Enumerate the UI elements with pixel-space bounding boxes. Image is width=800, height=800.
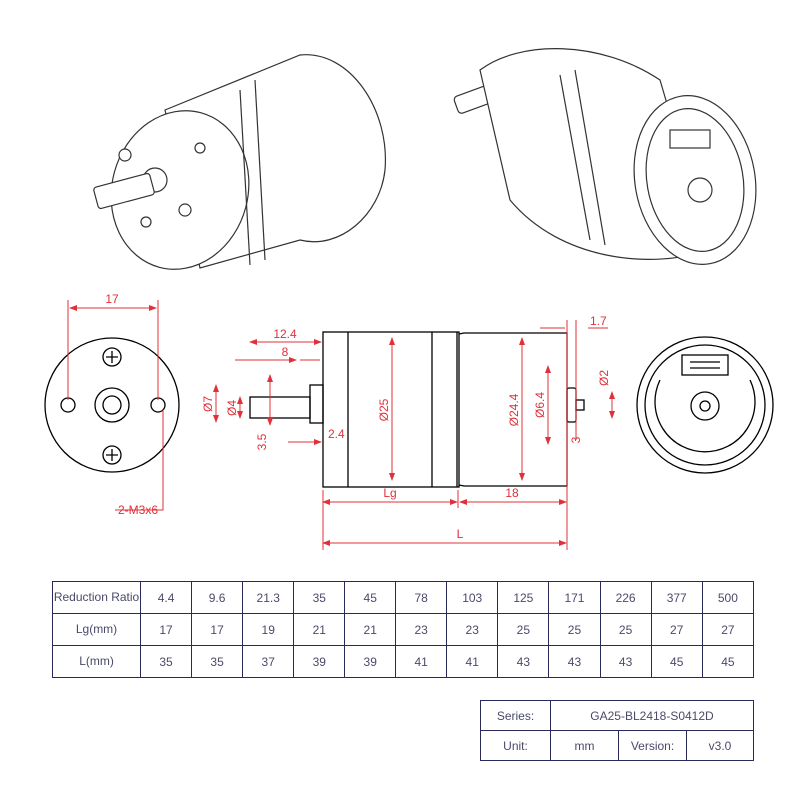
series-label: Series: <box>480 700 551 731</box>
back-view <box>636 336 774 474</box>
version-value: v3.0 <box>686 730 754 761</box>
front-width-dim: 17 <box>105 292 119 306</box>
side-dimension-labels: 12.4 8 Ø7 Ø4 3.5 2.4 Ø25 Ø24.4 Ø6.4 1.7 … <box>201 314 611 541</box>
svg-text:Ø24.4: Ø24.4 <box>507 393 521 426</box>
hole-label: 2-M3x6 <box>118 503 158 517</box>
svg-text:1.7: 1.7 <box>590 314 607 328</box>
motor-render-front <box>93 54 386 270</box>
svg-text:Lg: Lg <box>383 486 396 500</box>
svg-text:Ø7: Ø7 <box>201 396 215 412</box>
unit-label: Unit: <box>480 730 551 761</box>
svg-text:Ø4: Ø4 <box>225 400 239 416</box>
series-value: GA25-BL2418-S0412D <box>550 700 754 731</box>
svg-text:2.4: 2.4 <box>328 427 345 441</box>
svg-text:8: 8 <box>282 345 289 359</box>
svg-text:18: 18 <box>505 486 519 500</box>
version-label: Version: <box>618 730 687 761</box>
svg-text:Ø2: Ø2 <box>597 370 611 386</box>
front-view <box>44 337 180 473</box>
svg-text:L: L <box>457 527 464 541</box>
svg-text:Ø25: Ø25 <box>377 398 391 421</box>
unit-value: mm <box>550 730 619 761</box>
svg-text:12.4: 12.4 <box>273 327 297 341</box>
motor-render-back <box>453 48 757 265</box>
svg-text:3.5: 3.5 <box>255 433 269 450</box>
svg-text:3: 3 <box>569 436 583 443</box>
svg-text:Ø6.4: Ø6.4 <box>533 392 547 418</box>
